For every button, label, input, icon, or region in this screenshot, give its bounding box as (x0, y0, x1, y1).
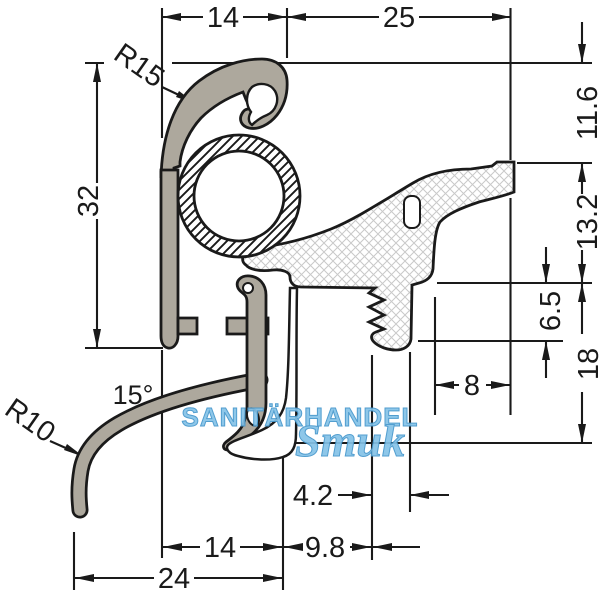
profile-hook-void (245, 82, 279, 127)
dim-top-width-left: 14 (207, 2, 239, 34)
dim-right-mid: 13.2 (572, 194, 600, 250)
rubber-tube-seal (176, 133, 302, 259)
dim-right-top: 11.6 (572, 86, 600, 140)
dim-bottom-small: 4.2 (293, 480, 333, 512)
dimension-lines (49, 8, 592, 590)
dim-bottom-total: 24 (158, 563, 190, 595)
dim-left-height: 32 (73, 185, 105, 217)
profile-web-left (176, 316, 199, 336)
dim-top-width-right: 25 (383, 2, 415, 34)
rib-hook-void (242, 282, 254, 294)
dim-bottom-mid: 9.8 (305, 532, 345, 564)
frame-seal-profile (241, 160, 516, 352)
seal-bottom-lip (225, 286, 299, 461)
watermark: SANITÄRHANDEL Smuk (181, 402, 419, 467)
seal-body (241, 160, 516, 352)
profile-left-wall (159, 168, 180, 350)
dim-right-bottom: 18 (573, 348, 600, 380)
seal-body-void (403, 195, 421, 229)
dim-groove-width: 8 (464, 370, 480, 402)
extension-lines (72, 8, 592, 590)
rib-foot-void (245, 407, 261, 427)
dim-bottom-left: 14 (204, 532, 236, 564)
watermark-line1: SANITÄRHANDEL (182, 402, 419, 432)
watermark-line2: Smuk (295, 415, 405, 466)
profile-drip-lip (73, 374, 266, 516)
dim-right-small: 6.5 (535, 291, 567, 331)
profile-center-rib (222, 274, 268, 452)
dim-radius-top: R15 (108, 38, 170, 95)
dim-angle: 15° (113, 380, 154, 410)
